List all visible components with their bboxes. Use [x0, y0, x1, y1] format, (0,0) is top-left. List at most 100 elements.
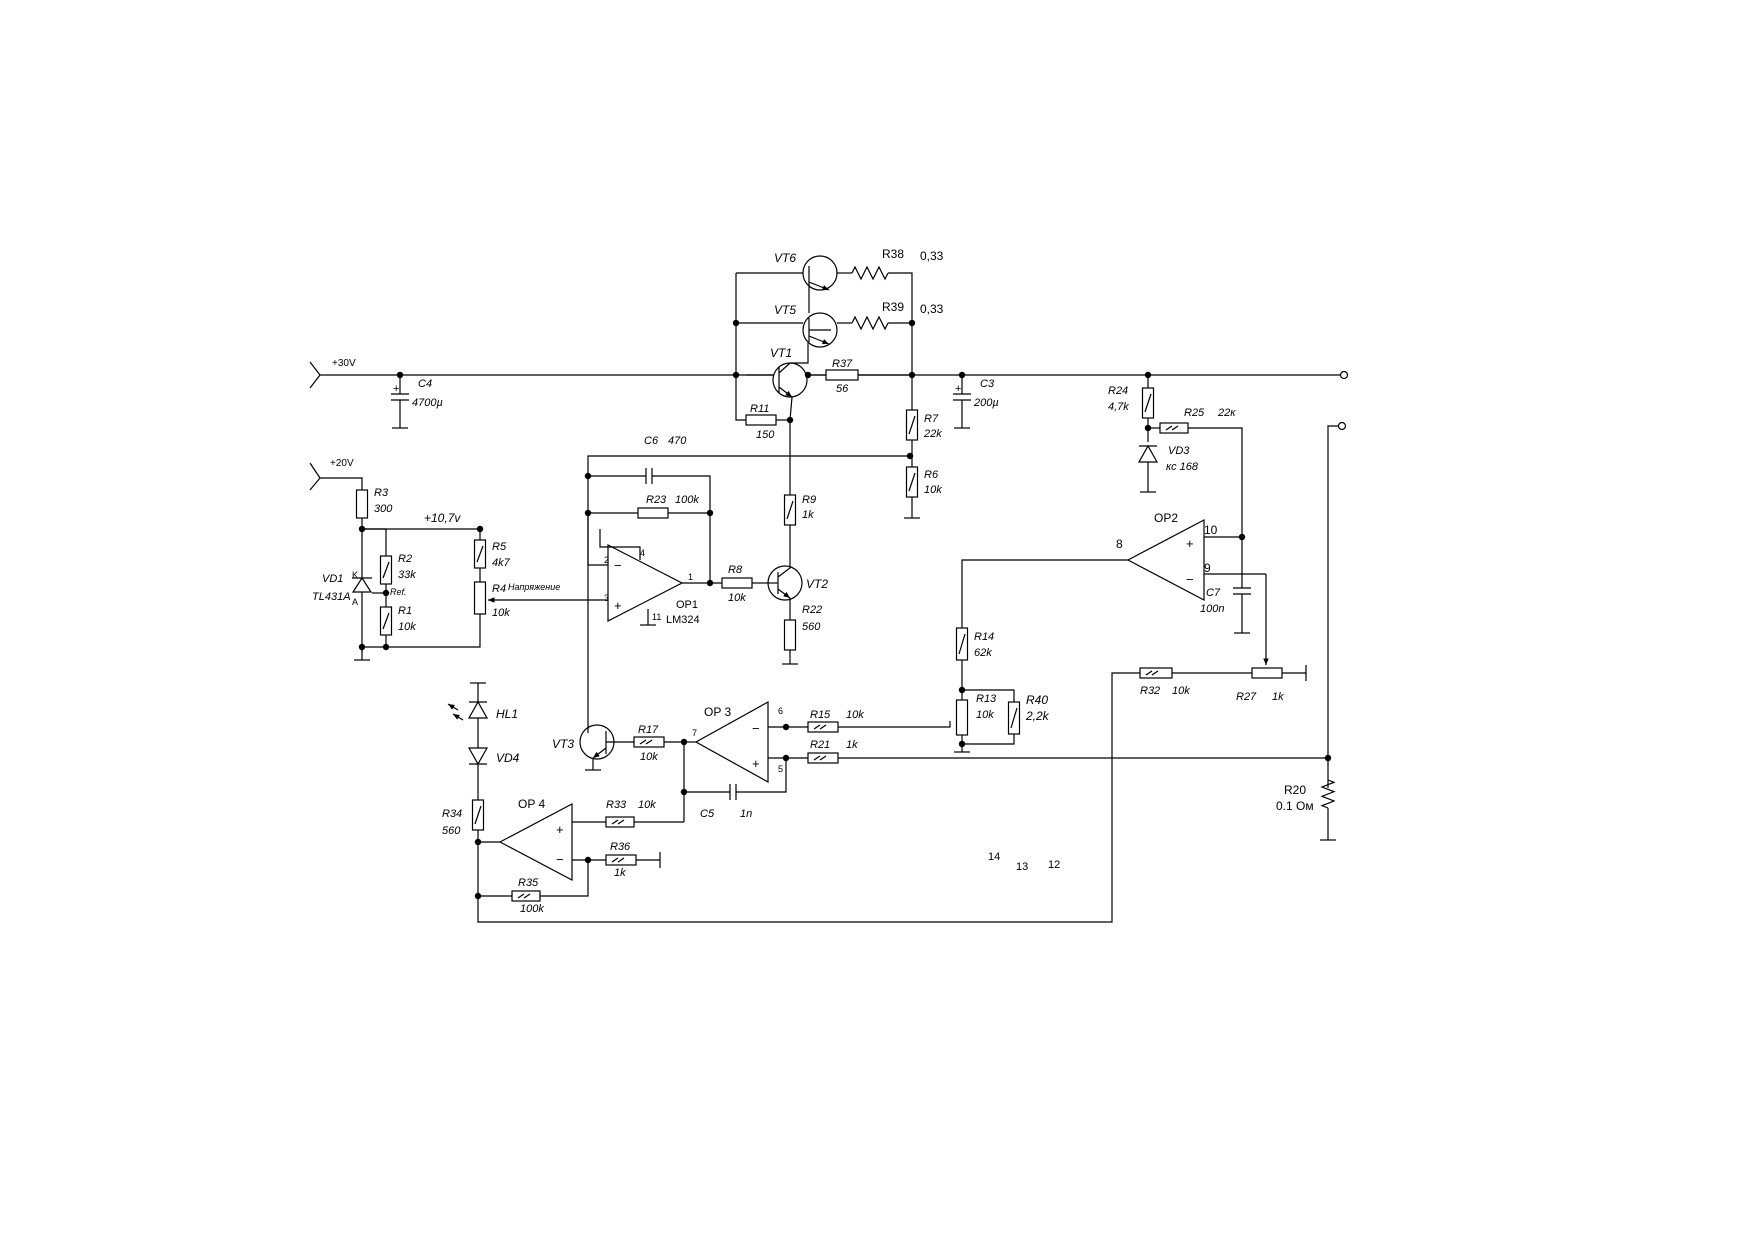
- label-vt6: VT6: [774, 251, 796, 265]
- label-r36v: 1k: [614, 867, 626, 879]
- label-r7: R7: [924, 413, 939, 425]
- label-vd3v: кс 168: [1166, 461, 1199, 473]
- stray-14: 14: [988, 851, 1000, 863]
- label-r13v: 10k: [976, 709, 994, 721]
- label-r32v: 10k: [1172, 685, 1190, 697]
- label-c5: C5: [700, 808, 715, 820]
- vd1-ref: Ref.: [390, 587, 407, 597]
- transistor-vt1-body: [772, 362, 808, 398]
- label-107v: +10,7v: [424, 511, 461, 525]
- op1-pin4: 4: [640, 548, 645, 558]
- label-r14: R14: [974, 631, 994, 643]
- label-vd1: VD1: [322, 573, 343, 585]
- op2-pin8: 8: [1116, 537, 1123, 551]
- label-r34v: 560: [442, 825, 461, 837]
- resistor-r1-mark: [382, 612, 390, 630]
- label-r38v: 0,33: [920, 249, 944, 263]
- potentiometer-r27: [1251, 667, 1283, 679]
- label-r6v: 10k: [924, 484, 942, 496]
- label-r3: R3: [374, 487, 389, 499]
- r11-lead: [735, 375, 746, 421]
- gnd-line: [362, 622, 481, 648]
- junction-dot: [706, 579, 714, 587]
- zener-vd3: [1137, 444, 1159, 463]
- resistor-r39: [851, 315, 889, 331]
- op2-minus: −: [1186, 572, 1194, 587]
- c6-lead2: [652, 475, 711, 583]
- label-r39v: 0,33: [920, 302, 944, 316]
- label-op1: OP1: [676, 599, 698, 611]
- op4-minus: −: [556, 852, 564, 867]
- resistor-r15-mark: [813, 724, 821, 730]
- resistor-r6-mark: [908, 472, 916, 492]
- resistor-r36-mark: [611, 857, 619, 863]
- label-op1v: LM324: [666, 614, 700, 626]
- opamp-op2: [1126, 519, 1205, 601]
- op1-pin3: 3: [604, 593, 609, 603]
- label-r8v: 10k: [728, 592, 746, 604]
- input-30v-chevron: [309, 361, 321, 389]
- resistor-r25-mark: [1165, 425, 1173, 431]
- output-minus-line: [1327, 425, 1338, 788]
- label-r40v: 2,2k: [1025, 709, 1050, 723]
- label-r3v: 300: [374, 503, 393, 515]
- r15-lead2: [838, 721, 951, 728]
- led-hl1: [467, 700, 489, 719]
- label-r39: R39: [882, 300, 904, 314]
- resistor-r17-mark: [639, 739, 647, 745]
- label-c6: C6: [644, 435, 659, 447]
- op1-minus: −: [614, 558, 622, 573]
- op1-pin2: 2: [604, 555, 609, 565]
- label-op3: OP 3: [704, 705, 731, 719]
- op1-plus: +: [614, 598, 622, 613]
- led-hl1-ray-head: [448, 704, 455, 710]
- op1-pin1: 1: [688, 572, 693, 582]
- label-r23v: 100k: [675, 494, 699, 506]
- label-vt2: VT2: [806, 577, 828, 591]
- label-r37: R37: [832, 358, 853, 370]
- label-r25: R25: [1184, 407, 1205, 419]
- label-r24: R24: [1108, 385, 1128, 397]
- label-c3: C3: [980, 378, 995, 390]
- resistor-r11: [745, 414, 777, 426]
- label-r22v: 560: [802, 621, 821, 633]
- resistor-r20: [1320, 779, 1336, 809]
- label-r4n: Напряжение: [508, 582, 560, 592]
- rail-20v: [320, 477, 363, 490]
- resistor-r17-mark: [645, 739, 653, 745]
- resistor-r33-mark: [617, 819, 625, 825]
- resistor-r3: [355, 489, 369, 519]
- r25-lead2: [1188, 427, 1243, 537]
- input-20v-chevron: [309, 462, 321, 491]
- c3-plus: +: [955, 383, 961, 395]
- label-r8: R8: [728, 564, 743, 576]
- label-r11v: 150: [756, 429, 775, 441]
- label-r6: R6: [924, 469, 939, 481]
- vt3-emitter-head: [593, 751, 600, 758]
- label-r33v: 10k: [638, 799, 656, 811]
- op2-plus: +: [1186, 536, 1194, 551]
- resistor-r5-mark: [476, 545, 484, 563]
- resistor-r8: [721, 577, 753, 589]
- label-r9v: 1k: [802, 509, 814, 521]
- label-c5v: 1n: [740, 808, 752, 820]
- current-limit-line: [477, 672, 1140, 923]
- opamp-op4: [498, 803, 573, 881]
- label-vd3: VD3: [1168, 445, 1190, 457]
- label-r14v: 62k: [974, 647, 992, 659]
- zener-vd1: [351, 576, 373, 593]
- label-30v: +30V: [332, 358, 356, 369]
- op3-minus: −: [752, 721, 760, 736]
- vt1-emitter-head: [785, 390, 792, 397]
- label-20v: +20V: [330, 458, 354, 469]
- op3-pin6: 6: [778, 706, 783, 716]
- resistor-r14-mark: [958, 633, 966, 655]
- label-c4: C4: [418, 378, 432, 390]
- label-r20v: 0.1 Ом: [1276, 799, 1314, 813]
- label-r22: R22: [802, 604, 822, 616]
- label-r1: R1: [398, 605, 412, 617]
- vd1-a: A: [352, 597, 358, 607]
- junction-dot: [804, 371, 812, 379]
- op3-pin5: 5: [778, 764, 783, 774]
- label-r4v: 10k: [492, 607, 510, 619]
